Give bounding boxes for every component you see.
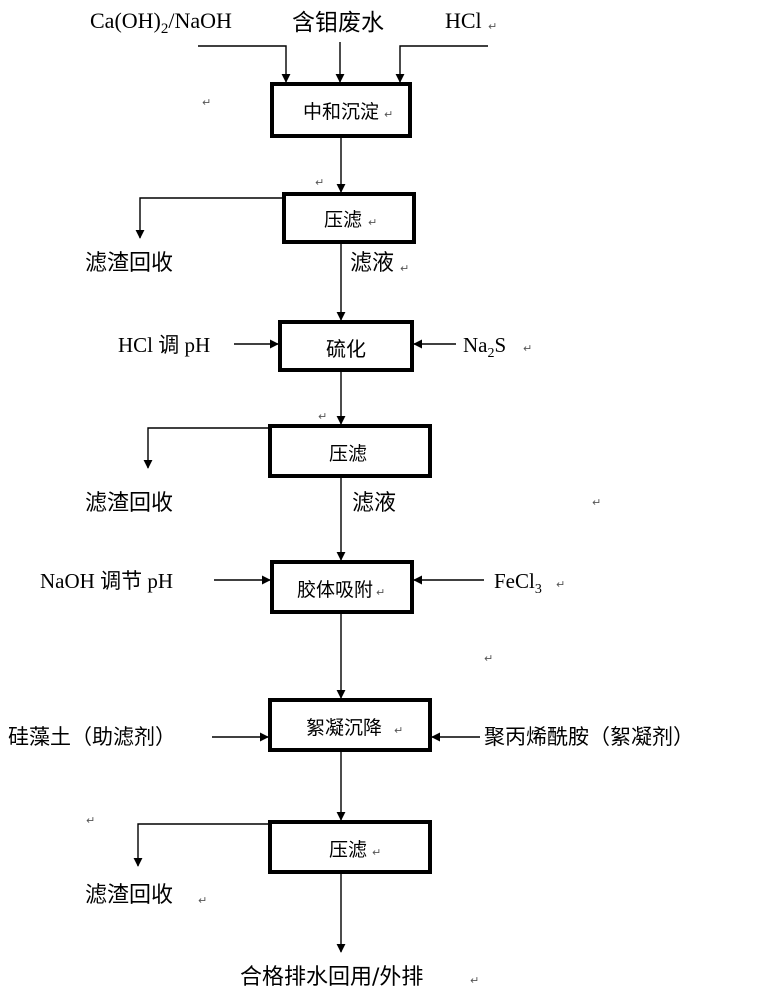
colloid-label: 胶体吸附 [297, 579, 373, 601]
input-acid-label: HCl [445, 8, 482, 33]
paragraph-mark: ↵ [376, 586, 385, 599]
press2-box [268, 424, 432, 478]
filtrate2-label: 滤液 [352, 491, 396, 516]
paragraph-mark: ↵ [384, 108, 393, 121]
paragraph-mark: ↵ [484, 652, 493, 665]
sulfide-label: 硫化 [326, 337, 366, 361]
sulfide-left-label: HCl 调 pH [118, 333, 210, 357]
paragraph-mark: ↵ [315, 176, 324, 189]
colloid-box [270, 560, 414, 614]
residue3-line [133, 823, 270, 867]
press2-label: 压滤 [329, 443, 367, 465]
residue2-line [143, 427, 270, 469]
residue1-label: 滤渣回收 [85, 251, 173, 276]
input-wastewater-label: 含钼废水 [292, 10, 384, 36]
flocculate-box [268, 698, 432, 752]
acid-feed-line [395, 45, 488, 83]
input-alkali-label: Ca(OH)2/NaOH [90, 8, 232, 37]
paragraph-mark: ↵ [86, 814, 95, 827]
colloid-left-label: NaOH 调节 pH [40, 569, 173, 593]
paragraph-mark: ↵ [470, 974, 479, 987]
final-output-label: 合格排水回用/外排 [240, 965, 423, 990]
paragraph-mark: ↵ [372, 846, 381, 859]
paragraph-mark: ↵ [318, 410, 327, 423]
paragraph-mark: ↵ [394, 724, 403, 737]
press3-box [268, 820, 432, 874]
neutralize-label: 中和沉淀 [303, 101, 379, 123]
paragraph-mark: ↵ [198, 894, 207, 907]
sulfide-right-label: Na2S [463, 333, 506, 361]
residue1-line [135, 197, 284, 239]
paragraph-mark: ↵ [400, 262, 409, 275]
filtrate1-label: 滤液 [350, 251, 394, 276]
flocculate-label: 絮凝沉降 [306, 717, 382, 739]
floc-right-label: 聚丙烯酰胺（絮凝剂） [484, 725, 694, 749]
press1-label: 压滤 [324, 209, 362, 231]
paragraph-mark: ↵ [556, 578, 565, 591]
sulfide-box [278, 320, 414, 372]
colloid-right-label: FeCl3 [494, 569, 542, 597]
press3-label: 压滤 [329, 839, 367, 861]
residue2-label: 滤渣回收 [85, 491, 173, 516]
paragraph-mark: ↵ [368, 216, 377, 229]
paragraph-mark: ↵ [523, 342, 532, 355]
floc-left-label: 硅藻土（助滤剂） [8, 725, 176, 749]
residue3-label: 滤渣回收 [85, 883, 173, 908]
paragraph-mark: ↵ [488, 20, 497, 33]
paragraph-mark: ↵ [592, 496, 601, 509]
alkali-feed-line [198, 45, 291, 83]
paragraph-mark: ↵ [202, 96, 211, 109]
press1-box [282, 192, 416, 244]
